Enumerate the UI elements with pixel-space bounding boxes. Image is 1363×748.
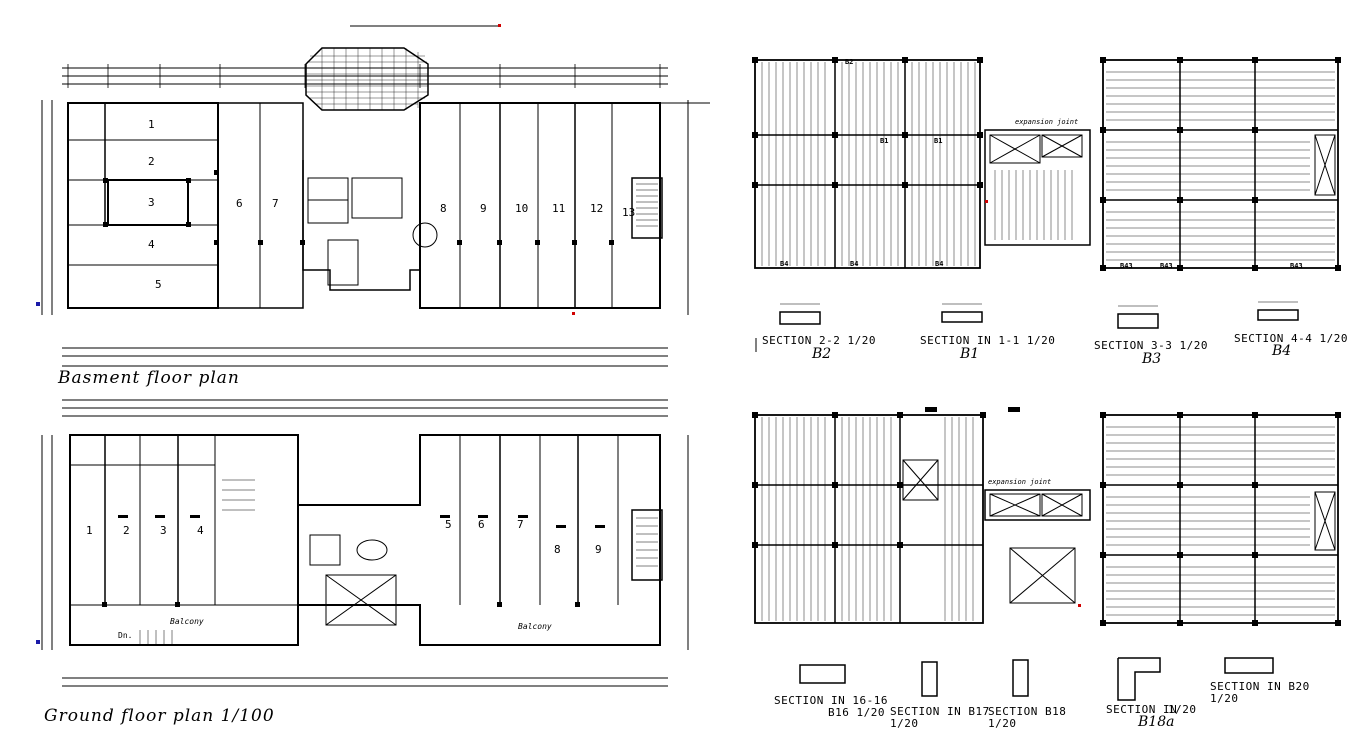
section-beam: B1 — [960, 346, 980, 362]
beam-tag: B43 — [1120, 262, 1133, 270]
section-beam: B2 — [812, 346, 832, 362]
room-number: 4 — [197, 524, 204, 537]
room-number: 7 — [272, 197, 279, 210]
section-beam: B16 1/20 — [828, 706, 885, 719]
room-number: 10 — [515, 202, 529, 215]
section-caption: SECTION 4-4 1/20 — [1234, 332, 1348, 345]
beam-tag: B1 — [880, 137, 889, 145]
beam-tag: B2 — [845, 58, 854, 66]
section-caption: SECTION 2-2 1/20 — [762, 334, 876, 347]
section-caption: SECTION 3-3 1/20 — [1094, 339, 1208, 352]
room-number: 1 — [148, 118, 155, 131]
room-number: 7 — [517, 518, 524, 531]
beam-tag: B43 — [1290, 262, 1303, 270]
ground-plan-title: Ground floor plan 1/100 — [44, 706, 275, 726]
section-beam: 1/20 — [1210, 692, 1239, 705]
room-number: 5 — [155, 278, 162, 291]
beam-tag: B1 — [934, 137, 943, 145]
basement-plan-title: Basment floor plan — [58, 368, 240, 388]
room-number: 13 — [622, 206, 636, 219]
balcony-label: Balcony — [518, 622, 552, 631]
section-caption: SECTION IN B17 — [890, 705, 990, 718]
section-caption: SECTION IN B20 — [1210, 680, 1310, 693]
room-number: 12 — [590, 202, 604, 215]
room-number: 3 — [160, 524, 167, 537]
room-number: 6 — [236, 197, 243, 210]
expansion-joint-label: expansion joint — [988, 478, 1052, 486]
section-beam: 1/20 — [1168, 703, 1197, 716]
basement-floor-plan — [41, 25, 710, 367]
beam-tag: B4 — [780, 260, 789, 268]
top-slab-plan — [752, 57, 1341, 352]
room-number: 8 — [554, 543, 561, 556]
section-beam: B18a — [1138, 714, 1175, 730]
room-number: 2 — [148, 155, 155, 168]
room-number: 3 — [148, 196, 155, 209]
section-caption: SECTION IN — [1106, 703, 1178, 716]
beam-tag: B43 — [1160, 262, 1173, 270]
section-beam: B3 — [1142, 351, 1162, 367]
expansion-joint-label: expansion joint — [1015, 118, 1079, 126]
bottom-slab-plan — [752, 407, 1341, 701]
room-number: 4 — [148, 238, 155, 251]
section-beam: 1/20 — [988, 717, 1017, 730]
balcony-label: Balcony — [170, 617, 204, 626]
section-beam: 1/20 — [890, 717, 919, 730]
down-label: Dn. — [118, 631, 133, 640]
room-number: 5 — [445, 518, 452, 531]
room-number: 1 — [86, 524, 93, 537]
room-number: 8 — [440, 202, 447, 215]
beam-tag: B4 — [935, 260, 944, 268]
room-number: 11 — [552, 202, 566, 215]
section-caption: SECTION IN 16-16 — [774, 694, 888, 707]
ground-floor-plan — [41, 399, 689, 687]
section-caption: SECTION B18 — [988, 705, 1067, 718]
section-caption: SECTION IN 1-1 1/20 — [920, 334, 1056, 347]
beam-tag: B4 — [850, 260, 859, 268]
room-number: 2 — [123, 524, 130, 537]
room-number: 9 — [595, 543, 602, 556]
section-beam: B4 — [1272, 343, 1292, 359]
room-number: 6 — [478, 518, 485, 531]
room-number: 9 — [480, 202, 487, 215]
